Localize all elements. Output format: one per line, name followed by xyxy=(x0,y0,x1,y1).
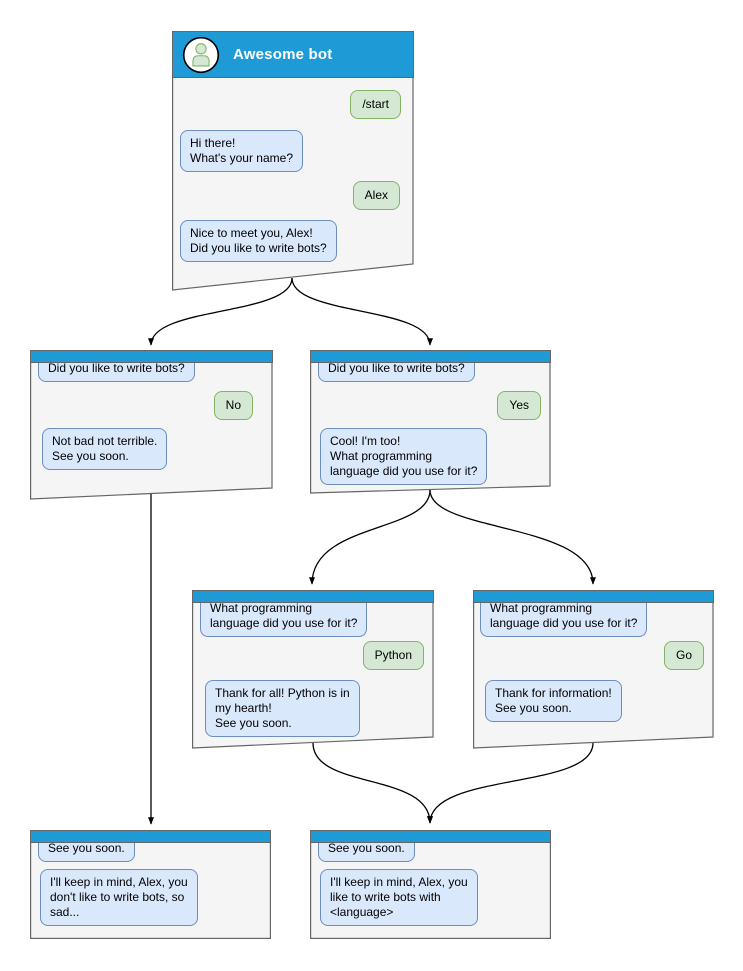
user-message-go: Go xyxy=(663,641,704,670)
user-message-yes: Yes xyxy=(497,391,541,420)
arrow-python-to-end xyxy=(312,742,433,824)
bot-message-keep-in-mind-no: I'll keep in mind, Alex, you don't like … xyxy=(40,869,198,926)
bot-message-greeting: Hi there! What's your name? xyxy=(180,130,304,172)
bot-message-thanks-go: Thank for information! See you soon. xyxy=(485,680,622,722)
chat-window-start: Awesome bot /start Hi there! What's your… xyxy=(172,31,414,291)
user-message-no: No xyxy=(213,391,253,420)
arrow-yes-to-go xyxy=(429,489,596,585)
bot-name-label: Awesome bot xyxy=(233,46,333,63)
chat-window-branch-yes: Did you like to write bots? Yes Cool! I'… xyxy=(310,350,551,494)
bot-message-cool: Cool! I'm too! What programming language… xyxy=(320,428,488,485)
bot-message-question: Nice to meet you, Alex! Did you like to … xyxy=(180,220,337,262)
window-titlebar xyxy=(310,350,551,363)
chat-window-end-yes: See you soon. I'll keep in mind, Alex, y… xyxy=(310,830,551,939)
bot-avatar-person-icon xyxy=(182,36,220,74)
arrow-yes-to-python xyxy=(309,489,431,585)
window-titlebar xyxy=(30,830,271,843)
bot-message-thanks-python: Thank for all! Python is in my hearth! S… xyxy=(205,680,360,737)
chat-window-branch-go: What programming language did you use fo… xyxy=(473,590,714,749)
window-titlebar xyxy=(30,350,273,363)
chat-window-branch-python: What programming language did you use fo… xyxy=(192,590,434,749)
window-titlebar: Awesome bot xyxy=(172,31,414,78)
window-titlebar xyxy=(192,590,434,603)
user-message-name: Alex xyxy=(352,181,400,210)
bot-message-not-bad: Not bad not terrible. See you soon. xyxy=(42,428,168,470)
window-titlebar xyxy=(310,830,551,843)
chat-window-end-no: See you soon. I'll keep in mind, Alex, y… xyxy=(30,830,271,939)
user-message-python: Python xyxy=(362,641,424,670)
user-message-start: /start xyxy=(350,90,401,119)
bot-message-keep-in-mind-yes: I'll keep in mind, Alex, you like to wri… xyxy=(320,869,478,926)
chat-window-branch-no: Did you like to write bots? No Not bad n… xyxy=(30,350,273,500)
arrow-go-to-end xyxy=(427,742,594,824)
window-titlebar xyxy=(473,590,714,603)
